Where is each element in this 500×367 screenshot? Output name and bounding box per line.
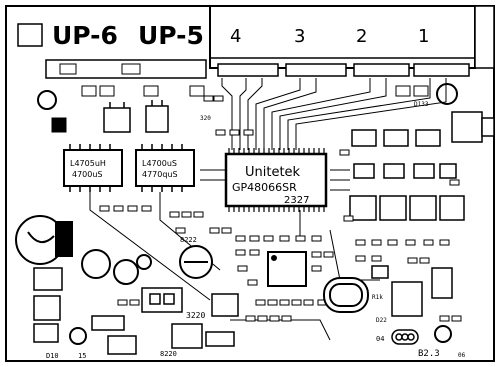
up-label-area xyxy=(48,20,208,56)
crystal-oscillator xyxy=(323,277,369,313)
silk-04: 04 xyxy=(376,335,384,343)
mounting-holes xyxy=(37,83,458,345)
led-driver-transistors xyxy=(349,129,465,221)
port-number-1: 1 xyxy=(418,26,429,47)
smd-passives xyxy=(99,95,462,322)
silk-3220: 3220 xyxy=(186,311,205,320)
port-label-up6: UP-6 xyxy=(52,21,118,50)
lower-left-components xyxy=(33,267,239,355)
port-number-2: 2 xyxy=(356,26,367,47)
silk-15: 15 xyxy=(78,352,86,360)
silk-06: 06 xyxy=(458,352,466,359)
silk-320: 320 xyxy=(200,115,211,122)
silk-d133: D133 xyxy=(414,101,429,108)
phy-chip xyxy=(267,251,307,287)
sot-regulators xyxy=(103,100,169,133)
main-switch-chip: Unitetek GP48066SR 2327 xyxy=(224,148,328,212)
eeprom-chip xyxy=(371,265,453,345)
left-edge-connectors xyxy=(17,23,207,133)
port-leds xyxy=(81,85,429,97)
silk-b23: B2.3 xyxy=(418,349,440,359)
silk-r1k: R1k xyxy=(372,294,383,301)
chip-part-number: GP48066SR xyxy=(232,181,297,194)
inductor-right-label-1: L4700uS xyxy=(142,159,177,168)
silk-d22: D22 xyxy=(376,317,387,324)
chip-date-code: 2327 xyxy=(284,195,309,206)
silk-8220: 8220 xyxy=(160,350,177,358)
inductor-left-label-2: 4700uS xyxy=(72,170,103,179)
inductor-left: L4705uH 4700uS xyxy=(63,144,123,192)
port-label-up5: UP-5 xyxy=(138,21,204,50)
silk-8222: 8222 xyxy=(180,236,197,244)
inductor-right-label-2: 4770quS xyxy=(142,170,178,179)
inductor-right: L4700uS 4770quS xyxy=(135,144,195,192)
electrolytic-capacitors xyxy=(15,215,213,285)
silk-d10: D10 xyxy=(46,352,59,360)
rj45-port-housing xyxy=(209,5,495,77)
port-number-4: 4 xyxy=(230,26,241,47)
right-edge-connector xyxy=(451,111,495,143)
port-number-3: 3 xyxy=(294,26,305,47)
chip-brand: Unitetek xyxy=(245,165,301,180)
inductor-left-label-1: L4705uH xyxy=(70,159,106,168)
